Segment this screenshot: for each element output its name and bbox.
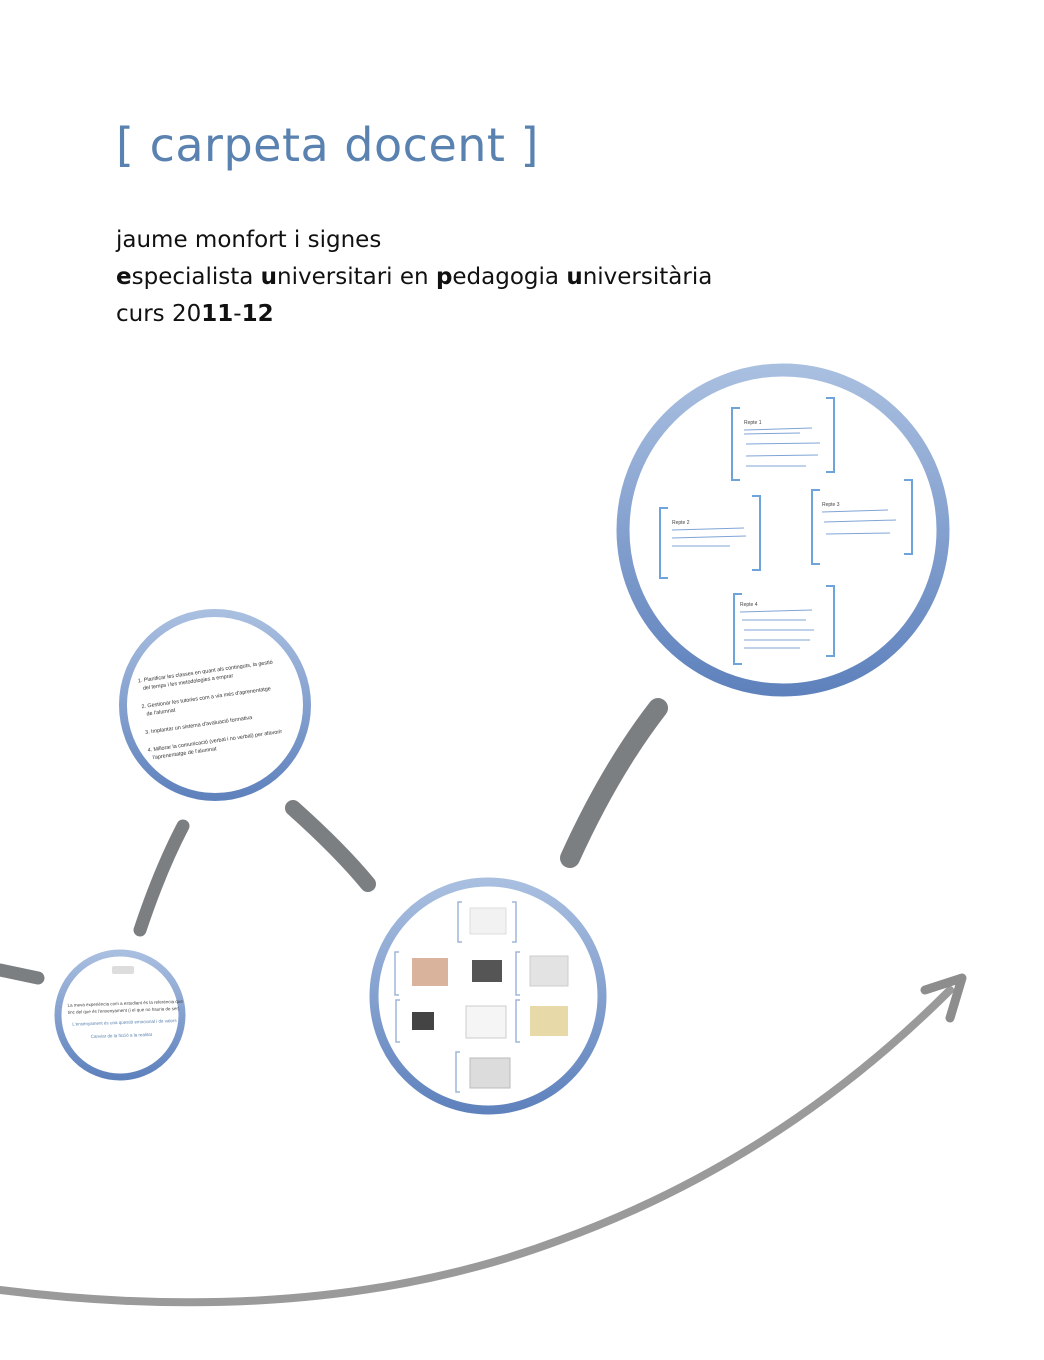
course-year-end: 12 — [241, 301, 274, 327]
course-prefix: curs 20 — [116, 301, 202, 327]
course-year: curs 2011-12 — [116, 296, 712, 333]
challenge-1-label: Repte 1 — [744, 420, 762, 426]
logo-mark — [112, 966, 134, 974]
connector-small-to-mid — [133, 819, 190, 937]
connector-bottom-to-top — [560, 698, 668, 868]
programme-initial: u — [260, 264, 278, 290]
programme-name: especialista universitari en pedagogia u… — [116, 259, 712, 296]
circle-small: La meva experiència com a estudiant és l… — [54, 949, 186, 1081]
circle-small-line-1: La meva experiència com a estudiant és l… — [68, 999, 184, 1008]
programme-word: specialista — [131, 264, 254, 290]
growth-arrow-line — [0, 986, 954, 1307]
connector-left-edge — [0, 963, 45, 985]
programme-word: niversitària — [582, 264, 713, 290]
programme-initial: p — [435, 264, 453, 290]
course-separator: - — [233, 301, 242, 327]
page-title: [ carpeta docent ] — [116, 118, 539, 172]
connector-mid-to-bottom — [285, 800, 376, 892]
circle-objectives: 1. Planificar les classes en quant als c… — [119, 609, 311, 801]
growth-arrow-head — [920, 973, 967, 1023]
challenge-3-label: Repte 3 — [822, 502, 840, 508]
photo-thumb — [412, 958, 448, 986]
circle-small-line-4: Canviar de la ficció a la realitat — [91, 1032, 153, 1039]
circle-small-line-2: tinc del que és l'ensenyament (i el que … — [68, 1006, 180, 1015]
circle-portfolio — [369, 877, 607, 1115]
programme-word: niversitari — [277, 264, 393, 290]
subtitle-block: jaume monfort i signes especialista univ… — [116, 222, 712, 333]
circle-small-line-3: L'ensenyament és una qüestió emocional i… — [72, 1018, 177, 1027]
author-name: jaume monfort i signes — [116, 227, 382, 253]
circle-challenges: Repte 1 Repte 2 Repte 3 Repte 4 — [616, 363, 950, 697]
challenge-4-label: Repte 4 — [740, 602, 758, 608]
course-year-start: 11 — [201, 301, 234, 327]
challenge-2-label: Repte 2 — [672, 520, 690, 526]
objective-2b: de l'alumnat — [146, 708, 176, 718]
challenge-text-lines — [671, 427, 897, 649]
programme-initial: e — [116, 264, 132, 290]
programme-word: edagogia — [452, 264, 560, 290]
programme-word: en — [399, 264, 429, 290]
programme-initial: u — [566, 264, 583, 290]
frame-bracket — [457, 901, 462, 943]
